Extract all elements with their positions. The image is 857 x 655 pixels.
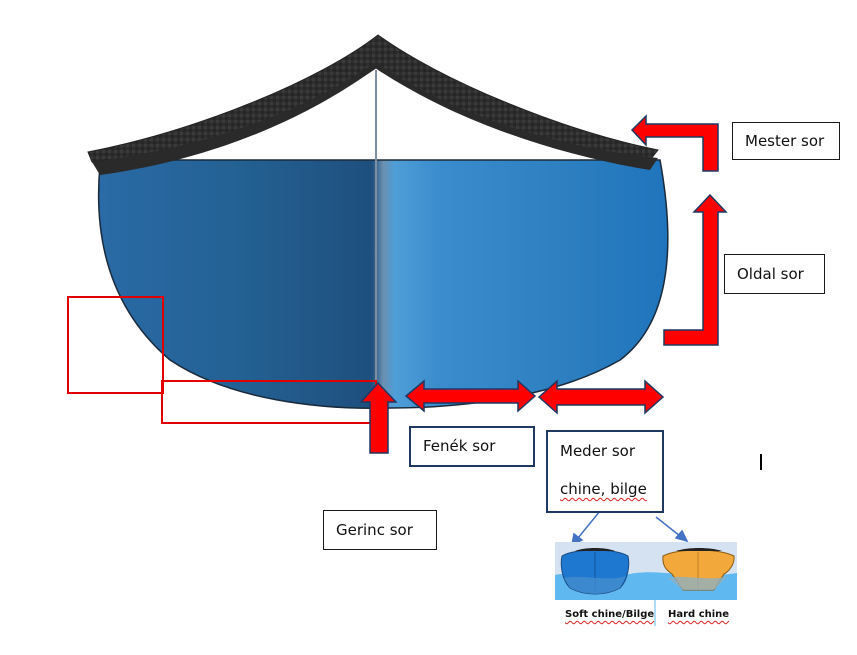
- arrow-meder: [537, 379, 665, 415]
- label-oldal-sor: Oldal sor: [724, 254, 825, 294]
- deck-carbon: [87, 34, 659, 163]
- arrow-oldal: [663, 193, 728, 346]
- inset-hard-chine-label: Hard chine: [668, 609, 730, 620]
- label-gerinc-sor: Gerinc sor: [323, 510, 437, 550]
- label-meder-sor: Meder sor chine, bilge: [546, 430, 664, 513]
- label-meder-subtext: chine, bilge: [560, 480, 647, 498]
- highlight-rect-chine: [67, 296, 164, 394]
- label-gerinc-text: Gerinc sor: [336, 521, 413, 539]
- hull-body: [97, 159, 669, 409]
- label-mester-sor: Mester sor: [732, 122, 840, 160]
- chine-inset-image: [555, 542, 737, 626]
- label-fenek-sor: Fenék sor: [409, 426, 535, 467]
- arrow-gerinc: [359, 381, 398, 454]
- deck-underside: [92, 62, 658, 175]
- label-oldal-text: Oldal sor: [737, 265, 804, 283]
- connector-arrows: [570, 510, 689, 547]
- label-fenek-text: Fenék sor: [423, 437, 496, 455]
- arrow-fenek: [404, 379, 537, 413]
- inset-soft-chine-label: Soft chine/Bilge: [565, 609, 655, 620]
- text-cursor: [760, 454, 762, 470]
- label-meder-text: Meder sor: [560, 442, 636, 460]
- label-mester-text: Mester sor: [745, 132, 825, 150]
- arrow-mester: [630, 114, 719, 172]
